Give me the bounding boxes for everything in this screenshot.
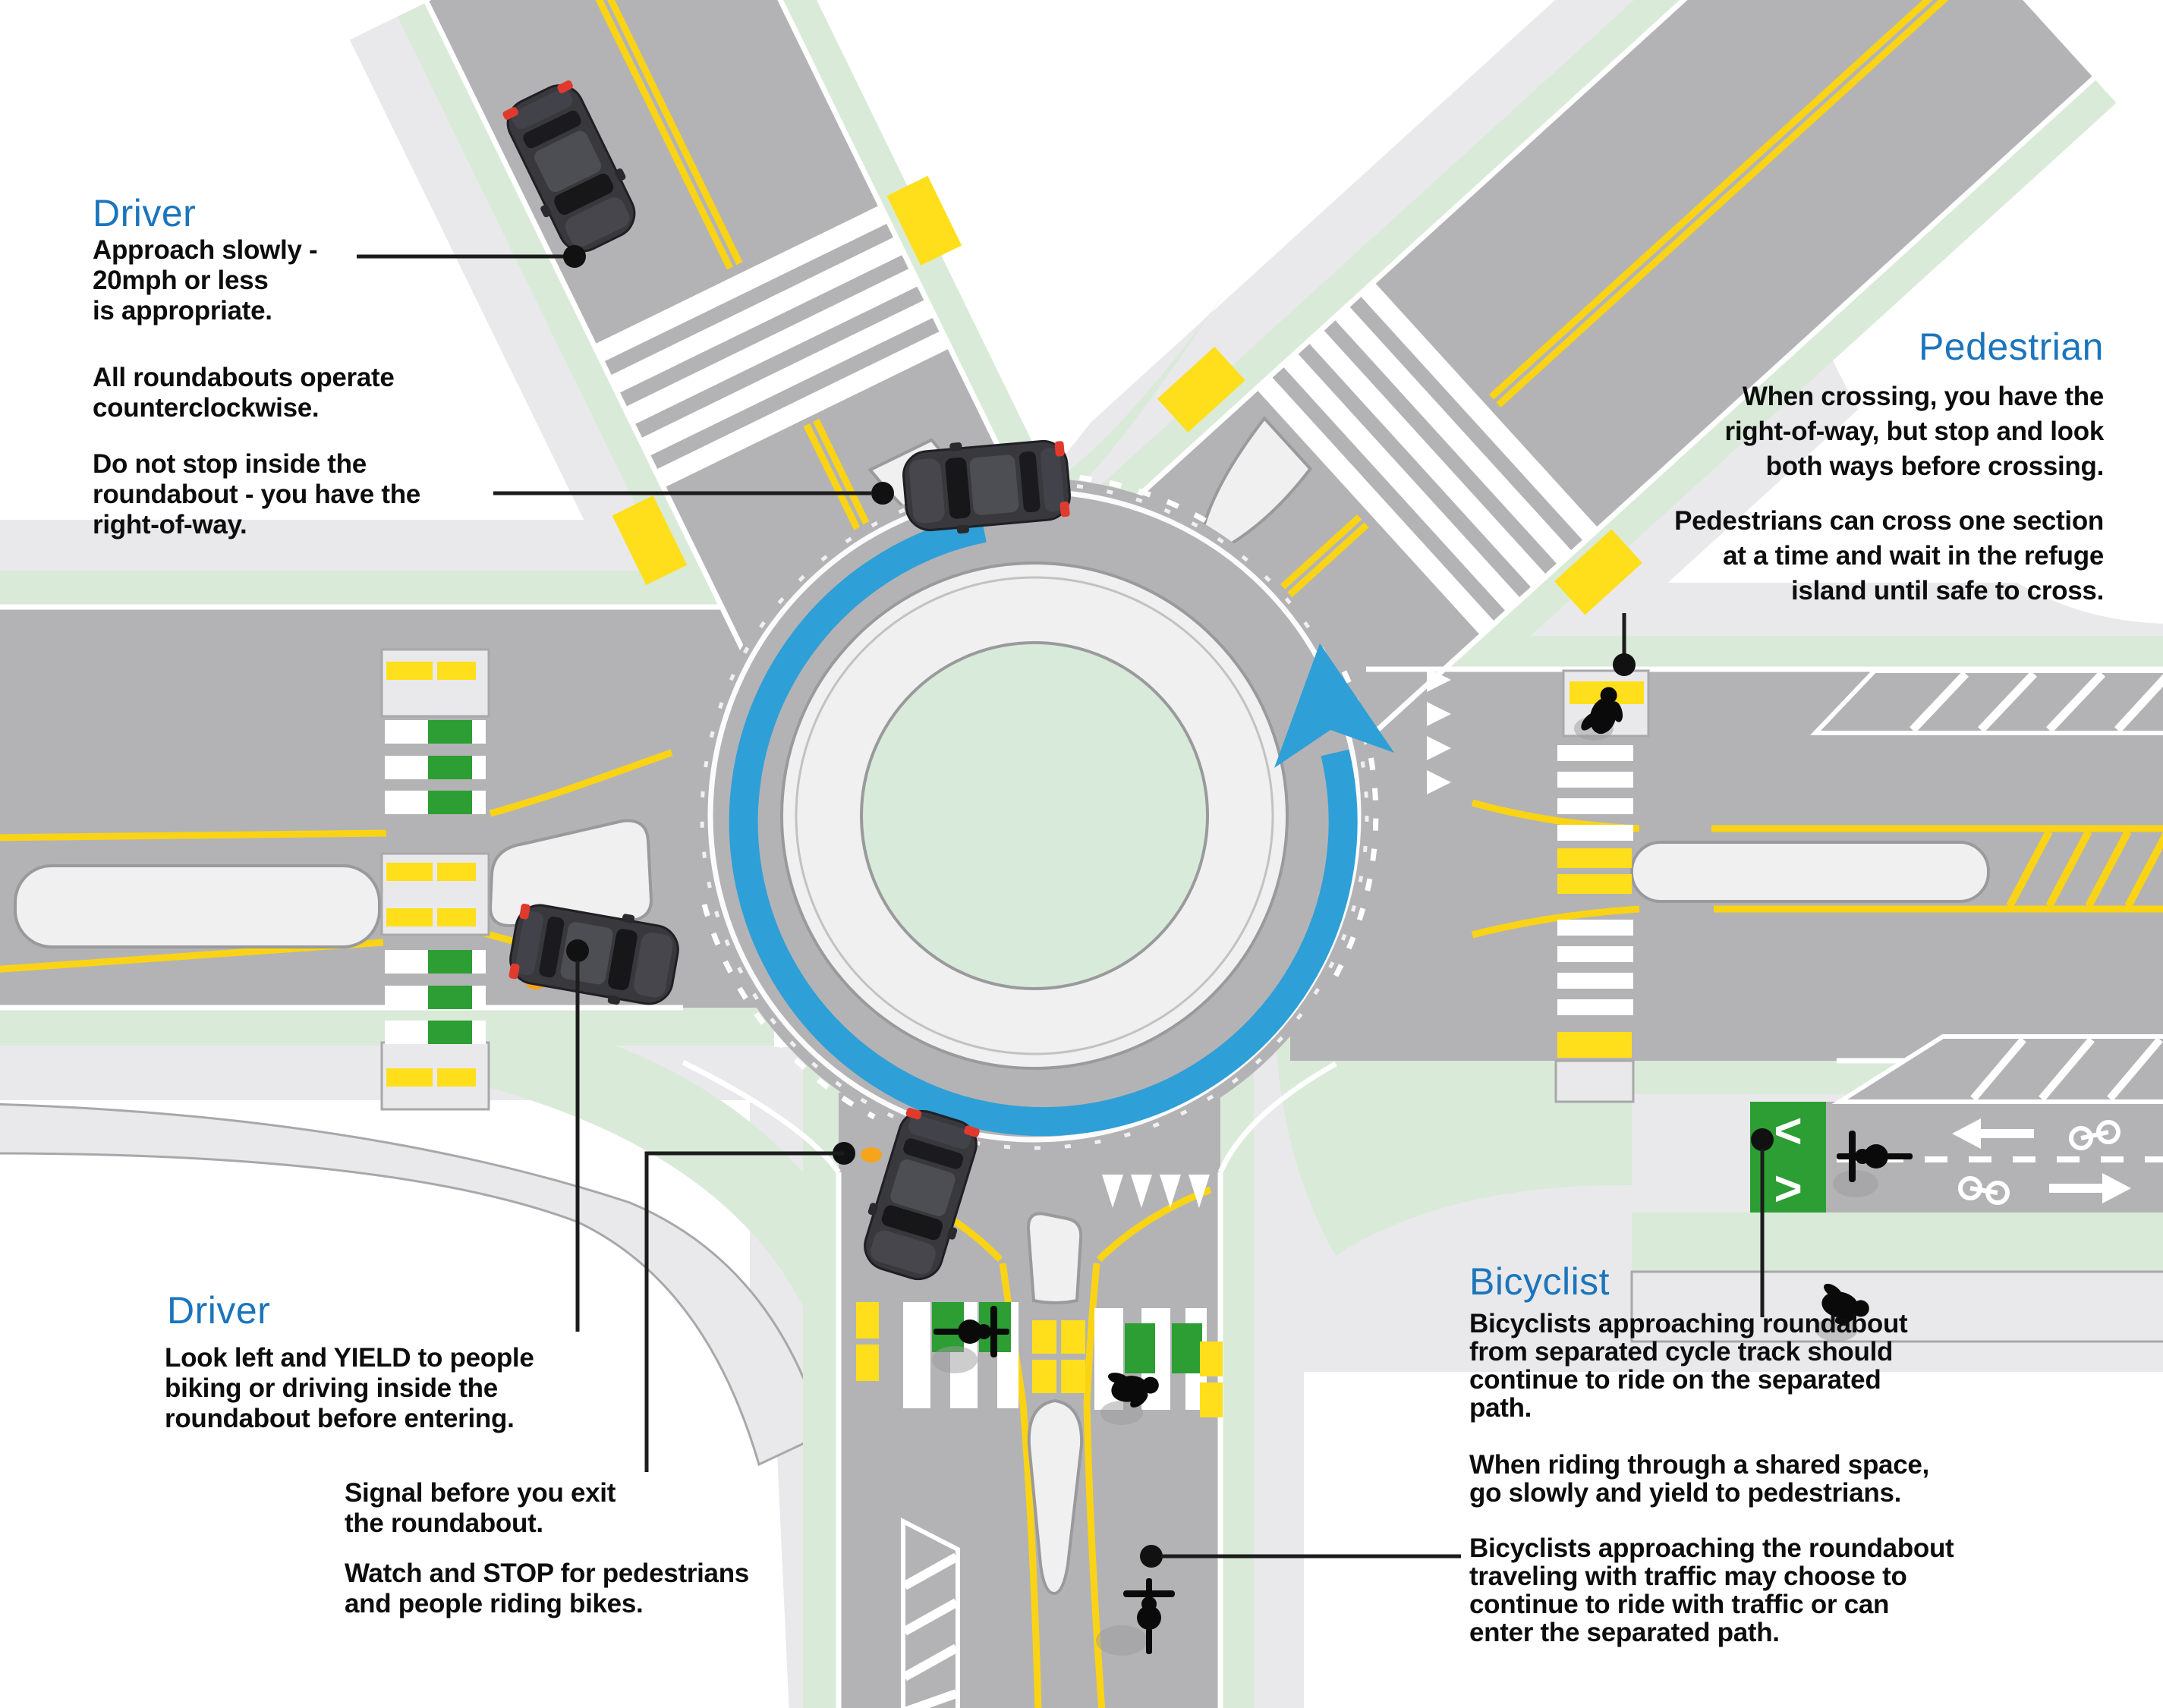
northwest-crosswalk bbox=[592, 204, 952, 489]
pedestrian-paragraph: Pedestrians can cross one section at a t… bbox=[1674, 506, 2104, 606]
south-island-teardrop bbox=[1027, 1398, 1084, 1596]
yield-triangles-east bbox=[1427, 668, 1451, 794]
driver-top-paragraph: All roundabouts operate counterclockwise… bbox=[93, 363, 395, 423]
left-chevron-icon: < bbox=[1774, 1103, 1802, 1158]
tactile-pad bbox=[1554, 529, 1642, 615]
vehicles bbox=[493, 73, 1074, 1288]
south-island-upper bbox=[1026, 1212, 1083, 1304]
roundabout-circle bbox=[697, 471, 1394, 1153]
yellow-hatch-east bbox=[2006, 829, 2163, 908]
northeast-crosswalk bbox=[1255, 280, 1600, 637]
white-hatch-northeast bbox=[1810, 668, 2163, 735]
left-arrow-icon bbox=[1952, 1118, 2034, 1149]
track-verge bbox=[1632, 1213, 2163, 1272]
tactile-pads-south bbox=[856, 1302, 1223, 1417]
driver-bottom-heading: Driver bbox=[167, 1289, 271, 1332]
turn-signal-glow bbox=[861, 1147, 882, 1162]
bicyclist-paragraph: When riding through a shared space, go s… bbox=[1469, 1450, 1929, 1508]
plaza-bottom-left bbox=[0, 1115, 789, 1708]
bicyclist-paragraph: Bicyclists approaching roundabout from s… bbox=[1469, 1309, 1908, 1423]
track-markings bbox=[1952, 1118, 2131, 1205]
driver-top-heading: Driver bbox=[93, 192, 197, 234]
driver-bottom-paragraph: Watch and STOP for pedestrians and peopl… bbox=[345, 1559, 749, 1618]
tactile-pad bbox=[1157, 346, 1245, 433]
buffer-hatch bbox=[1831, 1034, 2163, 1104]
west-bike-crossing bbox=[385, 720, 486, 1044]
green-southwest bbox=[486, 1009, 880, 1313]
white-hatch-southwest bbox=[901, 1518, 960, 1708]
bike-symbol-icon bbox=[1958, 1176, 2010, 1205]
bicyclist-paragraph: Bicyclists approaching the roundabout tr… bbox=[1469, 1533, 1954, 1647]
west-leg-markings bbox=[0, 648, 673, 1111]
pedestrian-heading: Pedestrian bbox=[1918, 326, 2104, 368]
tactile-pads-west bbox=[386, 662, 476, 1087]
green-southeast bbox=[1275, 1011, 1632, 1256]
south-bike-crossing bbox=[856, 1302, 1223, 1417]
track-sidewalk bbox=[1630, 1270, 2163, 1343]
yield-triangles-south bbox=[1102, 1175, 1210, 1208]
driver-bottom-paragraph: Signal before you exit the roundabout. bbox=[345, 1478, 616, 1538]
driver-top-paragraph: Do not stop inside the roundabout - you … bbox=[93, 449, 420, 539]
cycle-track: < > bbox=[1630, 1034, 2163, 1343]
west-splitter-island bbox=[14, 864, 381, 948]
entry-dotted-ring bbox=[700, 481, 1369, 1150]
right-chevron-icon: > bbox=[1774, 1161, 1802, 1216]
people bbox=[932, 681, 1913, 1656]
bike-symbol-icon bbox=[2069, 1120, 2120, 1150]
guide-arcs bbox=[701, 471, 1379, 1120]
driver-top-paragraph: Approach slowly - 20mph or less is appro… bbox=[93, 235, 318, 326]
tactile-pad bbox=[612, 495, 688, 586]
right-arrow-icon bbox=[2049, 1173, 2131, 1203]
counterclockwise-arrow-icon bbox=[729, 514, 1394, 1137]
leader-lines bbox=[357, 245, 1774, 1568]
tactile-pad bbox=[886, 175, 962, 266]
plaza-top-v bbox=[786, 0, 1311, 484]
northwest-leg-markings bbox=[564, 0, 987, 604]
pedestrian-paragraph: When crossing, you have the right-of-way… bbox=[1724, 382, 2105, 481]
plaza-top-right bbox=[1818, 40, 2163, 624]
east-leg-markings bbox=[1427, 668, 2163, 1103]
west-entry-island bbox=[488, 819, 653, 928]
east-splitter-island bbox=[1630, 841, 1990, 903]
center-island bbox=[860, 641, 1209, 990]
bicyclist-heading: Bicyclist bbox=[1469, 1260, 1610, 1303]
driver-bottom-paragraph: Look left and YIELD to people biking or … bbox=[165, 1343, 534, 1433]
south-leg-markings bbox=[856, 1175, 1223, 1708]
